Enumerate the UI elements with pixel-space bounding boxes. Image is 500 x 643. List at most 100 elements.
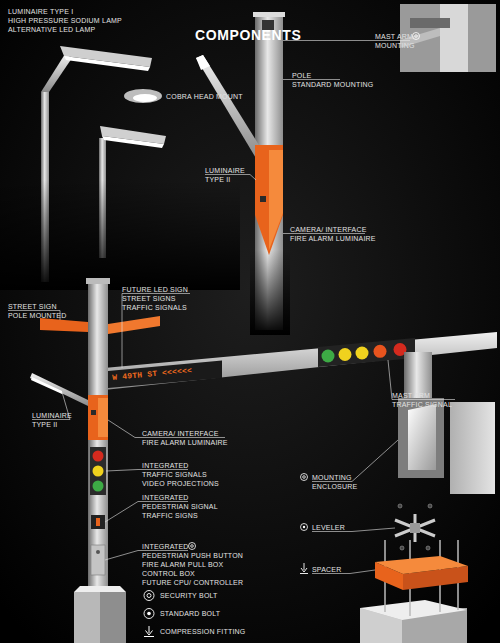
legend-label: SECURITY BOLT: [160, 592, 218, 600]
luminaire-lens: [102, 136, 164, 148]
callout-label: PEDESTRIAN SIGNAL: [142, 503, 218, 511]
callout-label: CAMERA/ INTERFACE: [142, 430, 219, 438]
pole-base: [74, 592, 126, 643]
callout-label: TYPE II: [32, 421, 58, 429]
camera-lens: [91, 410, 96, 415]
standard-bolt-symbol: [303, 526, 305, 528]
callout-label: TRAFFIC SIGNS: [142, 512, 198, 520]
signal-panel: [90, 447, 106, 495]
main-pole: [88, 282, 108, 592]
concrete-base-top: [360, 600, 467, 620]
leader-lines: [8, 41, 455, 574]
inset-panel: [400, 4, 496, 72]
pole-base-top: [74, 586, 126, 592]
callout-label: FUTURE CPU/ CONTROLLER: [142, 579, 243, 587]
security-bolt-symbol: [413, 33, 420, 40]
luminaire-arm: [30, 373, 88, 406]
legend-label: STANDARD BOLT: [160, 610, 220, 618]
inset-bracket: [410, 18, 450, 28]
pole-cap: [253, 12, 285, 17]
orange-module: [255, 145, 283, 255]
leveler-plate: [410, 523, 420, 533]
callout-label: MOUNTING: [312, 474, 352, 482]
standard-bolt-symbol: [147, 612, 151, 616]
signal-light: [356, 347, 369, 360]
callout-label: INTEGRATED: [142, 494, 189, 502]
bolt: [428, 504, 432, 508]
pedestrian-signal: [91, 515, 105, 529]
luminaire-head: [196, 55, 210, 70]
callout-label: VIDEO PROJECTIONS: [142, 480, 219, 488]
callout-label: LUMINAIRE TYPE I: [8, 8, 73, 16]
signal-light: [93, 451, 104, 462]
callout-label: STREET SIGNS: [122, 295, 176, 303]
callout-label: TRAFFIC SIGNAL: [392, 401, 452, 409]
callout-label: MAST ARM: [392, 392, 430, 400]
bolt: [398, 504, 402, 508]
callout-label: ENCLOSURE: [312, 483, 357, 491]
standard-bolt-symbol: [301, 524, 308, 531]
luminaire-lens: [31, 377, 62, 394]
callout-label: FIRE ALARM LUMINAIRE: [290, 235, 376, 243]
callout-label: MOUNTING: [375, 42, 415, 50]
signal-light: [339, 348, 352, 361]
callout-label: CONTROL BOX: [142, 570, 195, 578]
push-button: [96, 550, 100, 554]
security-bolt-symbol: [189, 543, 196, 550]
callout-label: FUTURE LED SIGN: [122, 286, 188, 294]
mast-arm: [104, 332, 497, 390]
compression-fitting-symbol: [300, 563, 308, 574]
security-bolt-symbol: [413, 33, 420, 40]
callout-label: FIRE ALARM LUMINAIRE: [142, 439, 228, 447]
security-bolt-symbol: [189, 543, 196, 550]
led-sign-panel: [108, 361, 222, 388]
standard-bolt-symbol: [144, 609, 154, 619]
callout-label: COBRA HEAD MOUNT: [166, 93, 243, 101]
callout-label: INTEGRATED: [142, 543, 189, 551]
callout-label: FIRE ALARM PULL BOX: [142, 561, 223, 569]
callout-label: TRAFFIC SIGNALS: [122, 304, 187, 312]
cobra-head-lens: [133, 94, 157, 102]
security-bolt-symbol: [415, 35, 418, 38]
callout-label: PEDESTRIAN PUSH BUTTON: [142, 552, 243, 560]
callout-label: LEVELER: [312, 524, 345, 532]
leveler: [395, 514, 435, 542]
diagram-title: COMPONENTS: [195, 27, 301, 43]
security-bolt-symbol: [303, 476, 306, 479]
security-bolt-symbol: [301, 474, 308, 481]
callout-label: POLE MOUNTED: [8, 312, 66, 320]
street-sign-blade: [108, 316, 160, 334]
luminaire-lens: [64, 56, 150, 71]
legend-label: COMPRESSION FITTING: [160, 628, 245, 636]
control-panel: [91, 545, 105, 575]
spacer-top: [375, 556, 468, 574]
inset-pole: [440, 4, 468, 72]
callout-label: TYPE II: [205, 176, 231, 184]
callout-label: STREET SIGN: [8, 303, 57, 311]
signal-light: [322, 350, 335, 363]
callout-label: POLE: [292, 72, 311, 80]
orange-module-face: [269, 150, 283, 250]
camera-module-face: [98, 398, 108, 437]
callout-label: LUMINAIRE: [205, 167, 245, 175]
callout-label: SPACER: [312, 566, 341, 574]
security-bolt-symbol: [144, 591, 154, 601]
callout-label: ALTERNATIVE LED LAMP: [8, 26, 95, 34]
callout-label: LUMINAIRE: [32, 412, 72, 420]
fade-overlay: [0, 180, 240, 290]
callout-label: TRAFFIC SIGNALS: [142, 471, 207, 479]
fade-overlay: [250, 250, 290, 335]
security-bolt-symbol: [191, 545, 194, 548]
pole-base-side: [100, 592, 126, 643]
callout-label: STANDARD MOUNTING: [292, 81, 373, 89]
callout-label: HIGH PRESSURE SODIUM LAMP: [8, 17, 122, 25]
compression-fitting-symbol: [144, 626, 154, 637]
pole-cap: [86, 278, 110, 284]
enclosure-cover: [450, 402, 495, 494]
callout-label: INTEGRATED: [142, 462, 189, 470]
camera-lens: [260, 196, 266, 202]
bolt: [400, 546, 404, 550]
bolt: [426, 546, 430, 550]
